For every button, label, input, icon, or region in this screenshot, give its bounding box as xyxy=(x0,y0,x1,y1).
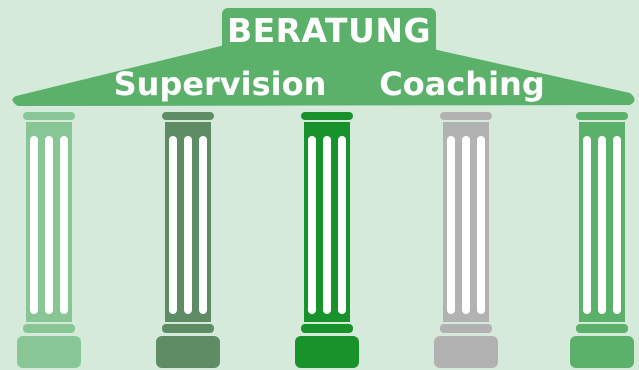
column-base xyxy=(434,336,498,368)
column-1 xyxy=(17,112,81,368)
column-base xyxy=(156,336,220,368)
roof xyxy=(12,45,635,106)
column-collar xyxy=(23,324,75,333)
column-base xyxy=(17,336,81,368)
column-5 xyxy=(570,112,634,368)
column-flute xyxy=(60,136,68,314)
title-box xyxy=(222,8,436,54)
title-text: BERATUNG xyxy=(227,11,431,50)
column-base xyxy=(295,336,359,368)
column-collar xyxy=(301,324,353,333)
column-flute xyxy=(199,136,207,314)
column-capital xyxy=(301,112,353,120)
column-capital xyxy=(440,112,492,120)
column-base xyxy=(570,336,634,368)
column-flute xyxy=(583,136,591,314)
column-flute xyxy=(462,136,470,314)
column-flute xyxy=(613,136,621,314)
column-flute xyxy=(184,136,192,314)
column-flute xyxy=(477,136,485,314)
label-supervision: Supervision xyxy=(114,65,327,103)
column-flute xyxy=(45,136,53,314)
column-capital xyxy=(576,112,628,120)
column-flute xyxy=(447,136,455,314)
column-flute xyxy=(308,136,316,314)
column-flute xyxy=(598,136,606,314)
column-collar xyxy=(440,324,492,333)
column-capital xyxy=(162,112,214,120)
column-2 xyxy=(156,112,220,368)
column-3 xyxy=(295,112,359,368)
column-collar xyxy=(576,324,628,333)
column-flute xyxy=(169,136,177,314)
column-flute xyxy=(338,136,346,314)
column-collar xyxy=(162,324,214,333)
column-flute xyxy=(323,136,331,314)
label-coaching: Coaching xyxy=(379,65,544,103)
column-4 xyxy=(434,112,498,368)
column-capital xyxy=(23,112,75,120)
column-flute xyxy=(30,136,38,314)
columns xyxy=(17,112,634,368)
